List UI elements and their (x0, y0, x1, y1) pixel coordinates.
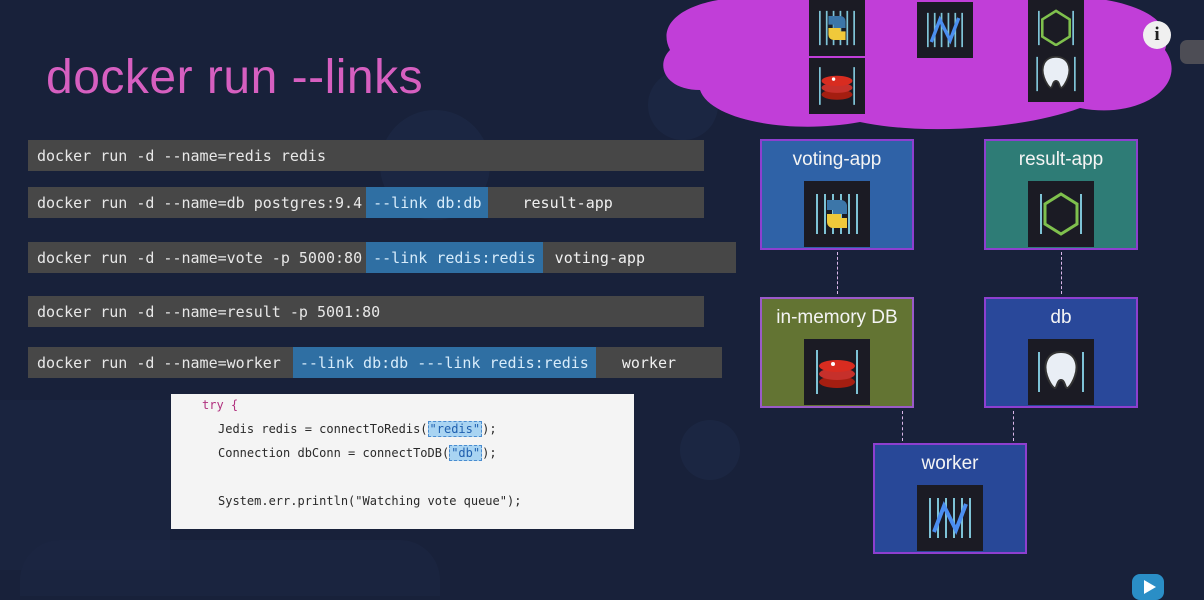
db-box: db (984, 297, 1138, 408)
code-snippet: try { Jedis redis = connectToRedis("redi… (171, 394, 634, 529)
command-row: docker run -d --name=worker --link db:db… (28, 347, 722, 378)
postgres-icon (1028, 339, 1094, 405)
slide-title: docker run --links (46, 51, 424, 104)
bg-shape (20, 540, 440, 596)
code-highlight: "db" (449, 445, 483, 461)
code-line: Connection dbConn = connectToDB("db"); (218, 445, 497, 461)
info-button[interactable]: i (1143, 21, 1171, 49)
code-keyword: try (202, 398, 224, 412)
code-text: ); (482, 446, 497, 460)
code-brace: { (223, 398, 239, 412)
voting-app-box: voting-app (760, 139, 914, 250)
redis-icon (809, 58, 865, 114)
command-text: docker run -d --name=redis redis (37, 146, 326, 165)
python-icon (809, 0, 865, 56)
connector-voting-to-redis (837, 252, 838, 294)
code-text: Jedis redis = connectToRedis( (218, 422, 428, 436)
worker-label: worker (921, 453, 979, 474)
info-icon: i (1154, 24, 1160, 45)
command-text: docker run -d --name=vote -p 5000:80 (37, 248, 363, 267)
link-flag: --link db:db (366, 187, 489, 218)
code-text: ); (482, 422, 497, 436)
connector-result-to-db (1061, 252, 1062, 294)
command-row: docker run -d --name=result -p 5001:80 (28, 296, 704, 327)
code-line: try { (202, 398, 238, 412)
dotnet-icon (917, 2, 973, 58)
connector-worker-to-redis (902, 411, 903, 441)
result-app-label: result-app (1018, 149, 1104, 170)
redis-icon (804, 339, 870, 405)
code-line: System.err.println("Watching vote queue"… (218, 494, 522, 508)
next-icon[interactable] (1180, 40, 1204, 64)
command-text: docker run -d --name=result -p 5001:80 (37, 302, 381, 321)
result-app-box: result-app (984, 139, 1138, 250)
code-text: Connection dbConn = connectToDB( (218, 446, 450, 460)
worker-box: worker (873, 443, 1027, 554)
bg-circle (680, 420, 740, 480)
command-tag: voting-app (554, 248, 645, 267)
python-icon (804, 181, 870, 247)
in-memory-db-box: in-memory DB (760, 297, 914, 408)
dotnet-icon (917, 485, 983, 551)
in-memory-db-label: in-memory DB (776, 307, 898, 328)
command-tag: worker (621, 353, 677, 372)
db-label: db (1050, 307, 1072, 328)
command-text: docker run -d --name=worker (37, 353, 281, 372)
nodejs-icon (1028, 181, 1094, 247)
voting-app-label: voting-app (792, 149, 882, 170)
link-flag: --link db:db ---link redis:redis (292, 347, 596, 378)
command-row: docker run -d --name=vote -p 5000:80 --l… (28, 242, 736, 273)
postgres-icon (1028, 46, 1084, 102)
command-text: docker run -d --name=db postgres:9.4 (37, 193, 363, 212)
code-highlight: "redis" (427, 421, 483, 437)
code-line: Jedis redis = connectToRedis("redis"); (218, 421, 497, 437)
brand-logo (1132, 574, 1164, 600)
command-tag: result-app (522, 193, 613, 212)
connector-worker-to-db (1013, 411, 1014, 441)
link-flag: --link redis:redis (366, 242, 543, 273)
command-row: docker run -d --name=redis redis (28, 140, 704, 171)
command-row: docker run -d --name=db postgres:9.4 --l… (28, 187, 704, 218)
